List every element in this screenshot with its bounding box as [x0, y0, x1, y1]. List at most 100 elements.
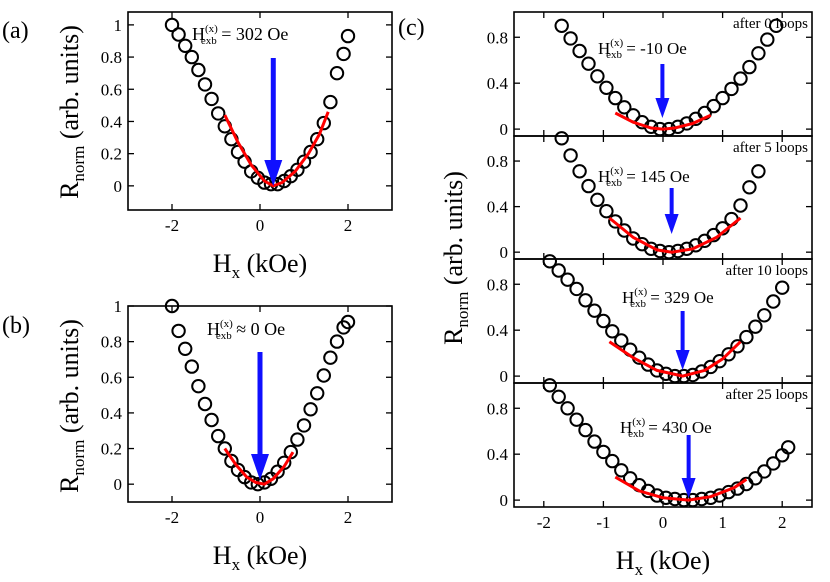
panel-letter-b: (b) [2, 313, 30, 339]
y-tick-label: 0 [500, 367, 509, 386]
data-point [769, 18, 784, 33]
y-tick-label: 1 [114, 297, 123, 316]
y-tick-label: 0.4 [487, 74, 509, 93]
x-tick-label: 2 [344, 216, 353, 235]
data-point [608, 214, 623, 229]
data-point [569, 412, 584, 427]
data-point [197, 396, 213, 412]
data-point [171, 323, 186, 339]
data-point [587, 434, 602, 449]
exchange-bias-annotation: H(x)exb ≈ 0 Oe [207, 318, 285, 342]
y-tick-label: 0.4 [487, 321, 509, 340]
data-point [323, 350, 338, 365]
x-tick-label: -1 [596, 513, 610, 532]
data-point [742, 59, 757, 75]
y-tick-label: 0.2 [101, 440, 122, 459]
x-tick-label: 2 [778, 513, 787, 532]
data-point [563, 31, 578, 46]
data-point [757, 464, 772, 479]
data-point [323, 94, 338, 110]
fit-curve [608, 340, 742, 378]
data-point [551, 263, 566, 278]
x-tick-label: 1 [718, 513, 727, 532]
exchange-bias-annotation: H(x)exb = 145 Oe [598, 165, 690, 189]
x-axis-title: Hx (kOe) [213, 541, 307, 574]
data-point [329, 334, 345, 349]
data-point [742, 180, 757, 195]
y-tick-label: 1 [114, 16, 123, 35]
data-point [614, 333, 629, 348]
data-point [766, 456, 781, 471]
data-point [721, 347, 736, 362]
arrow-head [251, 454, 269, 480]
data-point [578, 293, 593, 308]
y-axis-title-c: Rnorm (arb. units) [439, 171, 472, 345]
data-point [706, 98, 721, 114]
x-axis-title: Hx (kOe) [213, 249, 307, 282]
data-point [554, 131, 569, 146]
data-point [590, 192, 605, 208]
data-point [542, 378, 557, 393]
data-point [751, 164, 766, 179]
data-point [766, 294, 781, 309]
data-point [191, 379, 206, 394]
panel-letter-a: (a) [2, 18, 29, 44]
x-tick-label: 2 [344, 508, 353, 527]
data-point [310, 386, 325, 401]
fit-curve [608, 216, 742, 254]
data-point [572, 164, 587, 179]
data-point [587, 303, 602, 318]
y-tick-label: 0 [500, 243, 509, 262]
data-point [296, 154, 312, 169]
x-tick-label: -2 [537, 513, 551, 532]
data-point [715, 90, 730, 106]
data-point [290, 432, 305, 447]
data-point [596, 313, 611, 329]
arrow-head [664, 214, 679, 234]
loop-count-label: after 10 loops [726, 263, 809, 279]
data-point [554, 18, 569, 33]
y-tick-label: 0 [114, 475, 123, 494]
data-point [605, 453, 620, 469]
data-point [596, 444, 611, 460]
data-point [178, 341, 193, 356]
data-point [217, 441, 233, 456]
data-point [775, 280, 790, 295]
data-point [542, 254, 557, 269]
data-point [336, 46, 351, 62]
data-point [760, 32, 775, 47]
fit-curve [223, 111, 330, 188]
x-axis-title: Hx (kOe) [616, 546, 710, 579]
exchange-bias-annotation: H(x)exb = 430 Oe [620, 416, 712, 440]
data-point [329, 66, 345, 81]
data-point [340, 314, 356, 330]
exchange-bias-annotation: H(x)exb = -10 Oe [598, 37, 687, 61]
data-point [730, 339, 745, 354]
data-point [617, 100, 632, 115]
data-point [164, 298, 180, 314]
exchange-bias-annotation: H(x)exb = 329 Oe [622, 286, 714, 310]
fit-curve [614, 111, 712, 131]
y-tick-label: 0.4 [101, 404, 123, 423]
data-point [739, 329, 754, 345]
arrow-head [655, 98, 670, 118]
data-point [748, 319, 763, 334]
data-point [605, 324, 620, 339]
data-point [197, 77, 213, 92]
y-tick-label: 0.8 [487, 275, 508, 294]
y-axis-title-a: Rnorm (arb. units) [55, 25, 88, 199]
data-point [178, 38, 193, 53]
data-point [310, 132, 325, 147]
data-point [560, 401, 575, 416]
data-point [599, 204, 614, 219]
loop-count-label: after 0 loops [733, 16, 808, 32]
data-point [171, 27, 186, 42]
data-point [569, 281, 584, 297]
data-point [581, 178, 596, 194]
y-tick-label: 0.6 [101, 80, 122, 99]
